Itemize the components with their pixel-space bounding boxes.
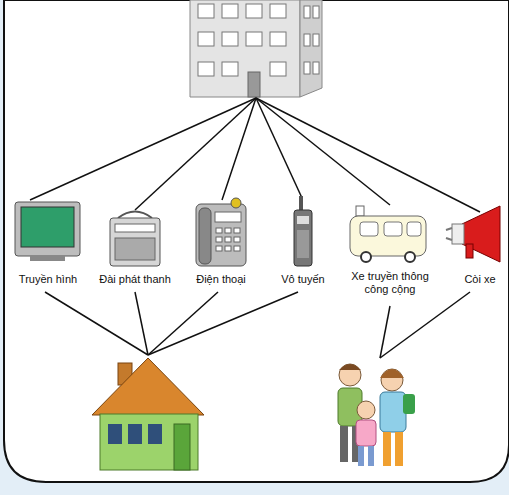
device-label: Truyền hình xyxy=(19,273,77,286)
device-label: Đài phát thanh xyxy=(99,273,171,286)
device-label: Xe truyền thông công cộng xyxy=(345,270,435,296)
frame xyxy=(4,0,509,482)
device-label: Vô tuyến xyxy=(281,273,324,286)
device-label-box: Đài phát thanh xyxy=(99,273,171,286)
device-label-box: Xe truyền thông công cộng xyxy=(345,270,435,296)
device-label-box: Vô tuyến xyxy=(281,273,324,286)
megaphone-icon xyxy=(446,206,500,262)
radio-icon xyxy=(110,212,160,267)
device-label-box: Truyền hình xyxy=(19,273,77,286)
building xyxy=(190,0,322,97)
device-label-box: Còi xe xyxy=(464,273,495,286)
device-label: Còi xe xyxy=(464,273,495,286)
device-label-box: Điện thoại xyxy=(196,273,246,286)
device-label: Điện thoại xyxy=(196,273,246,286)
family-figures xyxy=(338,364,415,466)
link-lines xyxy=(30,98,480,358)
tv-icon xyxy=(15,202,80,261)
walkie-talkie-icon xyxy=(294,196,312,266)
bus-icon xyxy=(350,206,426,262)
house-icon xyxy=(92,358,204,470)
phone-icon xyxy=(196,198,246,266)
